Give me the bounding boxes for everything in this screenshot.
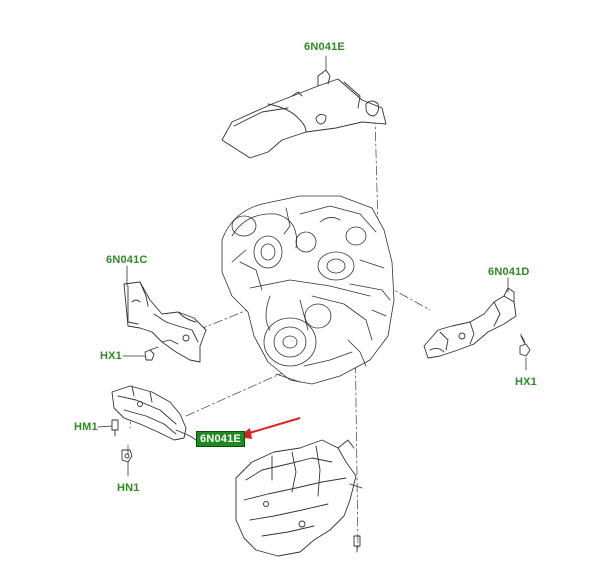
callout-bolt-hx1-left: HX1: [100, 350, 122, 362]
stud-bottom: [353, 535, 361, 553]
top-heat-shield-part: [221, 69, 387, 159]
callout-lower-shield-highlighted: 6N041E: [196, 431, 245, 447]
bolt-hm1: [111, 419, 119, 437]
bolt-hx1-right: [519, 335, 531, 357]
right-heat-shield-part: [423, 287, 517, 359]
callout-top-shield: 6N041E: [304, 41, 345, 53]
callout-right-shield: 6N041D: [488, 266, 530, 278]
lower-undertray-part: [235, 439, 363, 557]
left-heat-shield-part: [123, 281, 207, 363]
callout-nut-hn1: HN1: [117, 482, 140, 494]
callout-bolt-hm1: HM1: [74, 421, 98, 433]
callout-leaders: [97, 55, 527, 477]
middle-underbody-shield-part: [111, 385, 197, 441]
nut-hn1: [121, 449, 133, 463]
callout-left-shield: 6N041C: [106, 254, 148, 266]
bolt-hx1-left: [144, 346, 159, 361]
engine-assembly: [221, 195, 395, 385]
red-pointer-arrow: [238, 417, 301, 439]
callout-bolt-hx1-right: HX1: [515, 376, 537, 388]
